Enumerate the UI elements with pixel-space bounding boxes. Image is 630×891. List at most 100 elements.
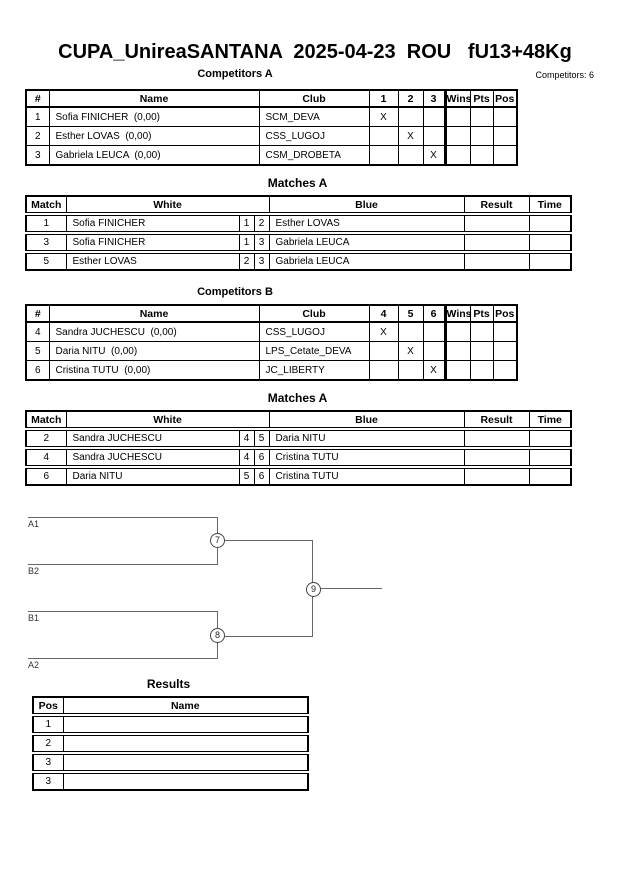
table-cell: Cristina TUTU (0,00): [48, 360, 260, 381]
bracket-line-a2: [28, 658, 218, 659]
table-cell: 3: [253, 251, 270, 271]
section-title-competitors-b: Competitors B: [197, 286, 273, 298]
section-title-matches-a2: Matches A: [267, 391, 328, 405]
table-cell: CSS_LUGOJ: [258, 126, 370, 146]
table-cell: [463, 251, 530, 271]
table-cell: [528, 447, 572, 468]
table-cell: [528, 213, 572, 234]
table-cell: [62, 752, 309, 773]
table-header-row: # Name Club 1 2 3 Wins Pts Pos: [25, 89, 518, 108]
table-cell: [397, 106, 424, 127]
table-cell: CSM_DROBETA: [258, 145, 370, 166]
bracket-line-a1: [28, 517, 218, 518]
table-row: 3: [32, 771, 309, 791]
table-cell: 4: [25, 321, 50, 342]
table-cell: Esther LOVAS (0,00): [48, 126, 260, 146]
table-cell: JC_LIBERTY: [258, 360, 370, 381]
table-cell: [443, 360, 471, 381]
table-cell: Daria NITU: [268, 428, 465, 449]
table-cell: Sandra JUCHESCU (0,00): [48, 321, 260, 342]
table-cell: [469, 360, 494, 381]
bracket-line-winner-out: [313, 588, 382, 589]
table-cell: X: [397, 126, 424, 146]
table-cell: X: [368, 106, 399, 127]
table-cell: [397, 321, 424, 342]
table-cell: X: [422, 360, 446, 381]
table-cell: 4: [25, 447, 67, 468]
table-cell: 2: [32, 733, 64, 754]
table-cell: [397, 145, 424, 166]
table-cell: 3: [25, 232, 67, 253]
table-cell: [469, 341, 494, 361]
table-cell: 4: [238, 428, 255, 449]
table-cell: [443, 341, 471, 361]
bracket-slot-label-a2: A2: [28, 660, 40, 670]
table-cell: Daria NITU (0,00): [48, 341, 260, 361]
bracket-slot-label-b2: B2: [28, 566, 40, 576]
table-cell: [492, 360, 518, 381]
table-cell: 6: [25, 360, 50, 381]
table-cell: Daria NITU: [65, 466, 240, 486]
section-title-matches-a1: Matches A: [267, 176, 328, 190]
table-cell: 5: [253, 428, 270, 449]
table-header-row: Match White Blue Result Time: [25, 195, 572, 215]
table-cell: Gabriela LEUCA: [268, 232, 465, 253]
table-cell: 3: [32, 771, 64, 791]
table-cell: [463, 466, 530, 486]
table-cell: [368, 126, 399, 146]
bracket-line-b1: [28, 611, 218, 612]
table-cell: [422, 106, 446, 127]
table-cell: Sofia FINICHER (0,00): [48, 106, 260, 127]
bracket-match-9-circle: 9: [306, 582, 321, 597]
table-cell: [368, 341, 399, 361]
bracket-match-7-circle: 7: [210, 533, 225, 548]
bracket-line-match8-out: [218, 636, 313, 637]
table-cell: SCM_DEVA: [258, 106, 370, 127]
bracket-match-8-circle: 8: [210, 628, 225, 643]
page-title: CUPA_UnireaSANTANA 2025-04-23 ROU fU13+4…: [58, 41, 572, 63]
table-header-row: # Name Club 4 5 6 Wins Pts Pos: [25, 304, 518, 323]
table-cell: [492, 341, 518, 361]
section-title-results: Results: [146, 677, 191, 691]
table-cell: Cristina TUTU: [268, 447, 465, 468]
table-cell: [463, 447, 530, 468]
table-cell: 5: [25, 251, 67, 271]
table-cell: 4: [238, 447, 255, 468]
table-cell: 2: [238, 251, 255, 271]
table-cell: [397, 360, 424, 381]
table-cell: X: [368, 321, 399, 342]
bracket-line-match7-out: [218, 540, 313, 541]
table-cell: Sandra JUCHESCU: [65, 428, 240, 449]
table-cell: 3: [253, 232, 270, 253]
table-cell: [469, 126, 494, 146]
table-cell: 2: [25, 428, 67, 449]
table-cell: [463, 213, 530, 234]
bracket-line-b2: [28, 564, 218, 565]
table-cell: 1: [238, 213, 255, 234]
table-cell: 1: [32, 714, 64, 735]
table-cell: [469, 106, 494, 127]
table-cell: [62, 771, 309, 791]
table-cell: 1: [25, 106, 50, 127]
table-cell: Gabriela LEUCA (0,00): [48, 145, 260, 166]
table-cell: X: [422, 145, 446, 166]
section-title-competitors-a: Competitors A: [197, 68, 273, 80]
table-cell: 2: [25, 126, 50, 146]
table-cell: LPS_Cetate_DEVA: [258, 341, 370, 361]
table-cell: [62, 714, 309, 735]
table-cell: [443, 145, 471, 166]
bracket-slot-label-b1: B1: [28, 613, 40, 623]
table-header-row: Match White Blue Result Time: [25, 410, 572, 430]
